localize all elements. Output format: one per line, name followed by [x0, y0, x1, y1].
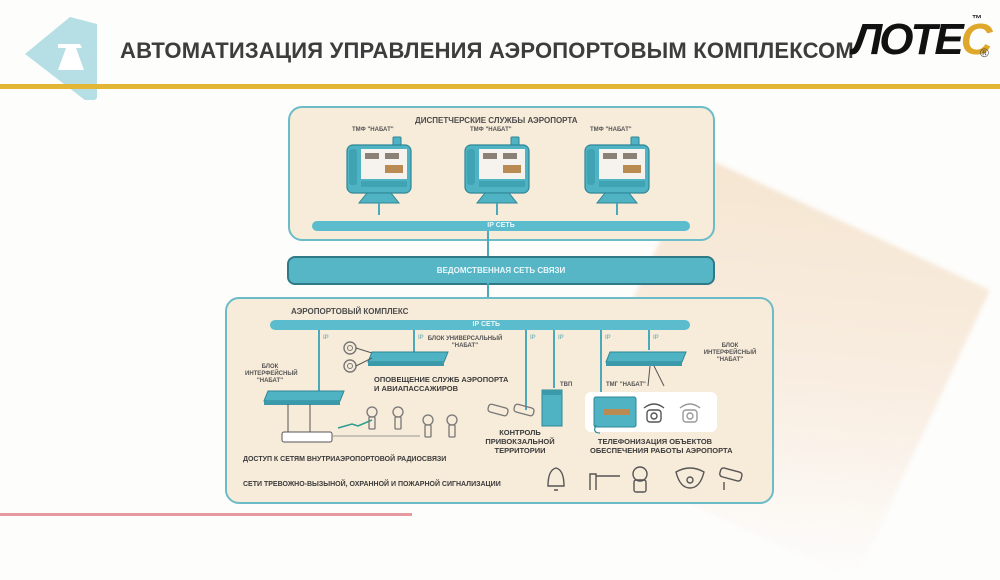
logo-accent: С	[960, 15, 993, 64]
alarm-icons-row	[547, 466, 743, 493]
airport-ip-network-label: IP СЕТЬ	[472, 321, 500, 328]
footer-rule	[0, 513, 412, 516]
notification-label: ОПОВЕЩЕНИЕ СЛУЖБ АЭРОПОРТА И АВИАПАССАЖИ…	[374, 375, 508, 393]
interface-block-right-label: БЛОК ИНТЕРФЕЙСНЫЙ "НАБАТ"	[700, 343, 760, 364]
notification-line-1: ОПОВЕЩЕНИЕ СЛУЖБ АЭРОПОРТА	[374, 375, 509, 384]
ip-tag-3: IP	[530, 335, 536, 341]
ip-tag-1: IP	[323, 335, 329, 341]
interface-block-right-device-icon	[605, 351, 687, 387]
tmg-device-icon	[593, 396, 637, 434]
station-control-line-2: ПРИВОКЗАЛЬНОЙ	[485, 437, 555, 446]
tvp-cabinet-icon	[541, 389, 563, 427]
bell-icon	[547, 467, 565, 491]
lotec-logo: ЛОТЕС ™ ®	[852, 14, 992, 66]
ip-tag-2: IP	[418, 335, 424, 341]
telephony-line-1: ТЕЛЕФОНИЗАЦИЯ ОБЪЕКТОВ	[597, 437, 713, 446]
interface-block-right-line-3: "НАБАТ"	[716, 357, 744, 363]
terminal-label: ТМФ "НАБАТ"	[352, 127, 394, 133]
loudspeaker-icon	[343, 341, 372, 373]
telephony-line-2: ОБЕСПЕЧЕНИЯ РАБОТЫ АЭРОПОРТА	[590, 446, 733, 455]
logo-main: ЛОТЕ	[852, 15, 964, 64]
ip-link-6	[648, 330, 650, 350]
dispatch-ip-network-bar: IP СЕТЬ	[312, 221, 690, 231]
interface-block-left-device-icon	[263, 390, 345, 405]
radio-access-label: ДОСТУП К СЕТЯМ ВНУТРИАЭРОПОРТОВОЙ РАДИОС…	[243, 456, 447, 463]
universal-block-device-icon	[367, 351, 449, 366]
ip-link-5	[600, 330, 602, 398]
tmf-terminal-icon	[346, 136, 412, 215]
interface-block-left-line-1: БЛОК	[261, 364, 279, 370]
dispatch-services-title: ДИСПЕТЧЕРСКИЕ СЛУЖБЫ АЭРОПОРТА	[415, 116, 578, 125]
intercom-icon	[632, 466, 648, 493]
triangle-tower-emblem-icon	[25, 17, 97, 100]
dispatch-uplink-line	[487, 231, 489, 256]
notification-line-2: И АВИАПАССАЖИРОВ	[374, 384, 459, 393]
dome-camera-icon	[675, 467, 705, 489]
ip-link-4	[553, 330, 555, 388]
station-control-label: КОНТРОЛЬ ПРИВОКЗАЛЬНОЙ ТЕРРИТОРИИ	[485, 428, 555, 455]
ip-tag-5: IP	[605, 335, 611, 341]
ip-link-1	[318, 330, 320, 392]
interface-block-left-line-3: "НАБАТ"	[256, 378, 284, 384]
cctv-camera-icon	[719, 467, 743, 490]
interface-block-right-line-2: ИНТЕРФЕЙСНЫЙ	[703, 350, 757, 356]
radio-router-icon	[281, 404, 458, 443]
interface-block-right-line-1: БЛОК	[721, 343, 739, 349]
alarm-networks-label: СЕТИ ТРЕВОЖНО-ВЫЗЫНОЙ, ОХРАННОЙ И ПОЖАРН…	[243, 481, 501, 488]
barrier-icon	[589, 473, 620, 490]
tmg-label: ТМГ "НАБАТ"	[606, 382, 646, 388]
page-title: АВТОМАТИЗАЦИЯ УПРАВЛЕНИЯ АЭРОПОРТОВЫМ КО…	[120, 38, 854, 63]
terminal-label: ТМФ "НАБАТ"	[470, 127, 512, 133]
ip-tag-4: IP	[558, 335, 564, 341]
interface-block-left-label: БЛОК ИНТЕРФЕЙСНЫЙ "НАБАТ"	[245, 364, 298, 385]
telephones-icon	[643, 403, 701, 423]
telephony-label: ТЕЛЕФОНИЗАЦИЯ ОБЪЕКТОВ ОБЕСПЕЧЕНИЯ РАБОТ…	[590, 437, 733, 455]
universal-block-label: БЛОК УНИВЕРСАЛЬНЫЙ "НАБАТ"	[427, 336, 503, 349]
ip-link-3	[525, 330, 527, 410]
station-control-line-3: ТЕРРИТОРИИ	[494, 446, 546, 455]
station-control-line-1: КОНТРОЛЬ	[499, 428, 541, 437]
terminal-label: ТМФ "НАБАТ"	[590, 127, 632, 133]
airport-ip-network-bar: IP СЕТЬ	[270, 320, 690, 330]
airport-complex-title: АЭРОПОРТОВЫЙ КОМПЛЕКС	[291, 307, 409, 316]
interface-block-left-line-2: ИНТЕРФЕЙСНЫЙ	[245, 371, 298, 377]
dispatch-ip-network-label: IP СЕТЬ	[487, 222, 515, 229]
departmental-network-label: ВЕДОМСТВЕННАЯ СЕТЬ СВЯЗИ	[436, 266, 566, 275]
header-divider	[0, 84, 1000, 89]
logo-reg: ®	[980, 46, 989, 60]
departmental-network-bar: ВЕДОМСТВЕННАЯ СЕТЬ СВЯЗИ	[287, 256, 715, 285]
tvp-label: ТВП	[560, 382, 573, 388]
ip-tag-6: IP	[653, 335, 659, 341]
tmf-terminal-icon	[464, 136, 530, 215]
surveillance-cameras-icon	[487, 403, 535, 417]
ip-link-2	[413, 330, 415, 356]
tmf-terminal-icon	[584, 136, 650, 215]
logo-tm: ™	[972, 14, 982, 25]
